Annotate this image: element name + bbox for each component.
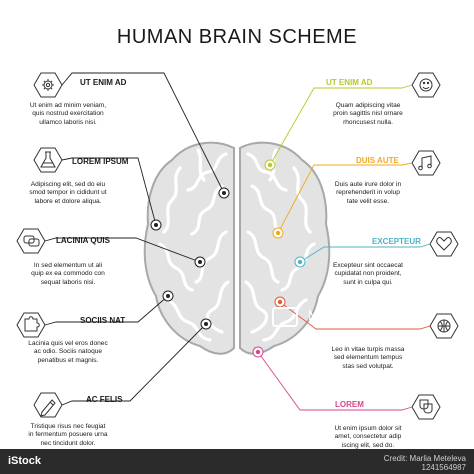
chat-bubbles-icon xyxy=(23,235,40,247)
leader-line xyxy=(257,351,413,411)
credit-text: Credit: Marlia Meteleva 1241564987 xyxy=(383,454,466,472)
leader-line xyxy=(61,72,225,194)
heart-icon xyxy=(436,237,452,251)
brand-logo: iStock xyxy=(8,455,42,467)
hexagon-frame xyxy=(429,313,459,339)
page-title: HUMAN BRAIN SCHEME xyxy=(116,26,358,48)
leader-line xyxy=(277,162,413,234)
left-heading-5: AC FELIS xyxy=(86,395,123,404)
flask-icon xyxy=(40,151,56,168)
masks-icon xyxy=(419,399,433,414)
gear-icon xyxy=(42,79,54,91)
brain-illustration xyxy=(143,141,331,355)
hexagon-frame xyxy=(33,72,63,98)
leader-line xyxy=(44,295,169,326)
camera-icon xyxy=(272,307,298,327)
leader-line xyxy=(44,237,201,263)
hexagon-frame xyxy=(411,72,441,98)
leader-line xyxy=(279,301,431,330)
right-heading-1: UT ENIM AD xyxy=(326,78,373,87)
music-note-icon xyxy=(418,155,432,171)
leader-line xyxy=(61,323,207,406)
watermark-text: Marlia Meteleva xyxy=(308,307,407,323)
hexagon-frame xyxy=(429,231,459,257)
left-heading-1: UT ENIM AD xyxy=(80,78,127,87)
right-heading-3: EXCEPTEUR xyxy=(372,237,421,246)
left-heading-2: LOREM IPSUM xyxy=(72,157,129,166)
basketball-icon xyxy=(437,319,451,333)
puzzle-icon xyxy=(24,316,40,332)
hexagon-frame xyxy=(411,150,441,176)
leader-line xyxy=(61,157,157,226)
leader-line xyxy=(299,243,431,263)
right-heading-5: LOREM xyxy=(335,400,364,409)
left-text-1: Ut enim ad minim veniam,quis nostrud exe… xyxy=(29,102,107,126)
watermark-overlay: Marlia Meteleva xyxy=(272,301,462,335)
leader-line xyxy=(269,84,413,166)
hexagon-frame xyxy=(16,228,46,254)
pencil-icon xyxy=(40,399,56,417)
left-heading-4: SOCIIS NAT xyxy=(80,316,126,325)
left-heading-3: LACINIA QUIS xyxy=(56,236,110,245)
right-heading-2: DUIS AUTE xyxy=(356,156,399,165)
watermark-bar xyxy=(0,449,474,474)
hexagon-frame xyxy=(411,394,441,420)
smiley-icon xyxy=(419,78,433,92)
